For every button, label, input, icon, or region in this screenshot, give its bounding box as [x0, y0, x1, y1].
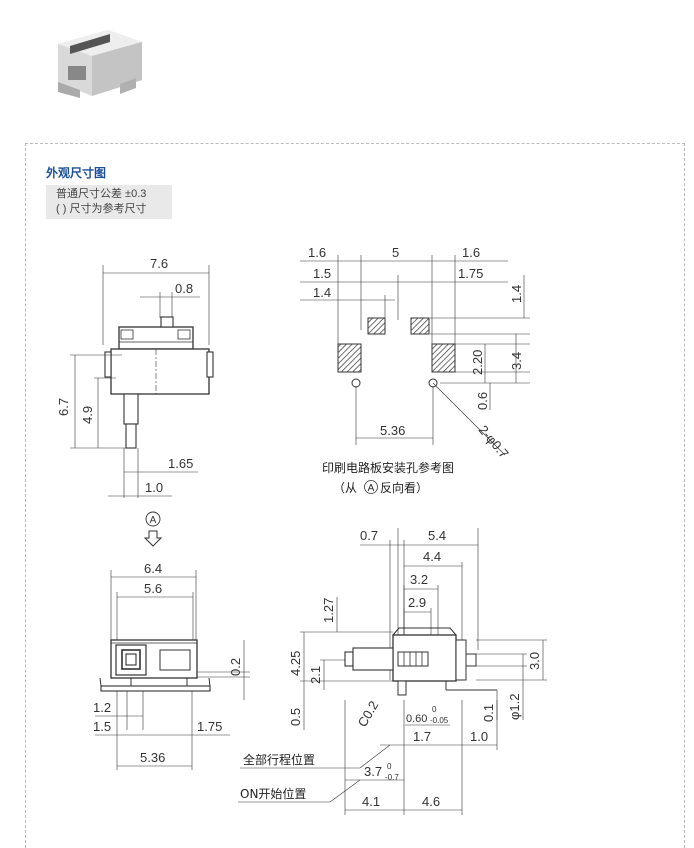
pcb-dim-3-4: 3.4: [509, 352, 524, 370]
side-view: [238, 528, 547, 815]
side-dim-3-7-upper: 0: [387, 762, 392, 771]
side-dim-3-7: 3.7: [364, 764, 382, 779]
pcb-dim-1-6-right: 1.6: [462, 245, 480, 260]
dim-0-8: 0.8: [175, 281, 193, 296]
tolerance-note: 普通尺寸公差 ±0.3 ( ) 尺寸为参考尺寸: [46, 185, 172, 219]
pcb-dim-0-6: 0.6: [475, 392, 490, 410]
on-start-label: ON开始位置: [240, 786, 306, 801]
pcb-dim-1-75: 1.75: [458, 266, 483, 281]
pcb-caption-letter: A: [368, 483, 375, 494]
side-dim-4-25: 4.25: [288, 651, 303, 676]
side-dim-0-60: 0.60: [406, 713, 427, 725]
dim-7-6: 7.6: [150, 256, 168, 271]
pcb-caption-from: （从: [333, 481, 357, 495]
pcb-caption: 印刷电路板安装孔参考图: [322, 460, 454, 475]
dimension-panel: [25, 143, 685, 848]
side-dim-0-1: 0.1: [481, 704, 496, 722]
pcb-dim-1-4-vertical: 1.4: [509, 285, 524, 303]
product-photo: [58, 30, 142, 98]
section-title: 外观尺寸图: [46, 166, 107, 180]
tolerance-reference: ( ) 尺寸为参考尺寸: [56, 203, 147, 215]
pcb-caption-direction: 反向看）: [380, 480, 428, 495]
side-dim-1-7: 1.7: [413, 729, 431, 744]
side-dim-4-1: 4.1: [362, 794, 380, 809]
full-travel-label: 全部行程位置: [243, 752, 315, 767]
pcb-dim-1-5: 1.5: [313, 266, 331, 281]
tolerance-general: 普通尺寸公差 ±0.3: [56, 188, 147, 200]
pcb-dim-2-20: 2.20: [470, 350, 485, 375]
end-dim-1-2: 1.2: [93, 700, 111, 715]
pcb-dim-5-36: 5.36: [380, 423, 405, 438]
pcb-dim-5: 5: [392, 245, 399, 260]
side-dim-phi-1-2: φ1.2: [507, 693, 522, 720]
end-dim-5-6: 5.6: [144, 581, 162, 596]
view-arrow-icon: [143, 530, 163, 547]
pcb-dim-1-4: 1.4: [313, 285, 331, 300]
side-dim-2-9: 2.9: [408, 595, 426, 610]
pcb-layout: [300, 255, 530, 456]
side-dim-0-5: 0.5: [288, 708, 303, 726]
side-dim-3-7-lower: -0.7: [385, 773, 399, 782]
side-dim-2-1: 2.1: [308, 666, 323, 684]
front-view: [70, 265, 214, 498]
side-dim-5-4: 5.4: [428, 528, 446, 543]
dim-4-9: 4.9: [80, 406, 95, 424]
pcb-dim-1-6-left: 1.6: [308, 245, 326, 260]
side-dim-0-60-upper: 0: [432, 705, 437, 714]
dim-6-7: 6.7: [56, 398, 71, 416]
pcb-dim-hole: 2-φ0.7: [476, 422, 512, 461]
dim-1-65: 1.65: [168, 456, 193, 471]
pcb-caption-circle: [364, 480, 378, 494]
side-dim-4-4: 4.4: [423, 549, 441, 564]
end-dim-1-75: 1.75: [197, 719, 222, 734]
side-dim-chamfer: C0.2: [355, 698, 382, 729]
end-dim-5-36: 5.36: [140, 750, 165, 765]
end-dim-1-5: 1.5: [93, 719, 111, 734]
end-dim-0-2: 0.2: [228, 658, 243, 676]
side-dim-3-2: 3.2: [410, 572, 428, 587]
side-dim-0-7: 0.7: [360, 528, 378, 543]
dim-1-0: 1.0: [145, 480, 163, 495]
side-dim-3-0: 3.0: [527, 652, 542, 670]
end-view: [95, 570, 250, 770]
side-dim-1-0: 1.0: [470, 729, 488, 744]
side-dim-0-60-lower: -0.05: [430, 716, 449, 725]
side-dim-1-27: 1.27: [321, 598, 336, 623]
side-dim-4-6: 4.6: [422, 794, 440, 809]
end-dim-6-4: 6.4: [144, 561, 162, 576]
view-a-circle: [145, 511, 161, 527]
view-a-letter: A: [150, 515, 157, 526]
